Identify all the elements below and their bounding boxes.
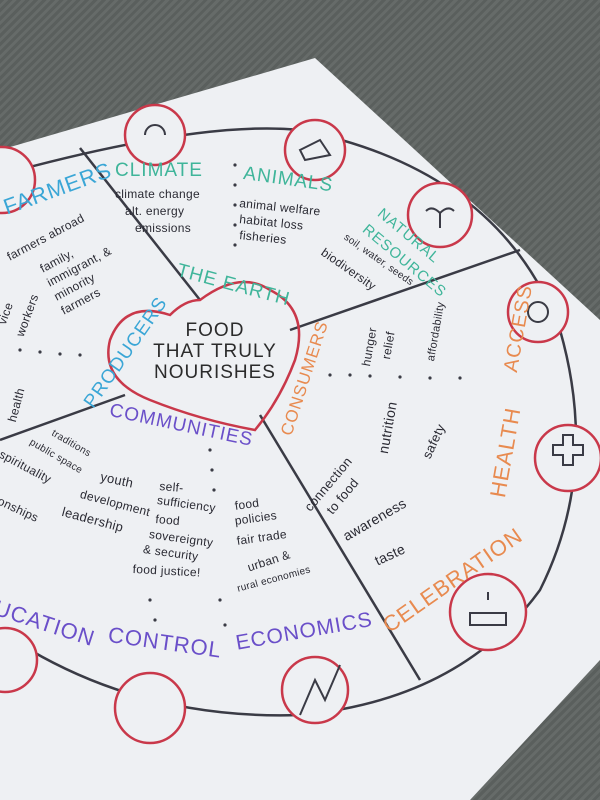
cow-icon: [283, 118, 347, 182]
fork-plate-icon: [506, 280, 570, 344]
outer-climate: CLIMATE: [115, 160, 203, 181]
sun-cloud-icon: [123, 103, 187, 167]
center-title-line-1: FOOD: [185, 320, 245, 341]
note-emissions: emissions: [135, 221, 192, 235]
center-title: FOOD THAT TRULY NOURISHES: [150, 320, 280, 383]
divider-bottom: [258, 414, 422, 681]
fist-icon: [113, 671, 187, 745]
center-title-line-2: THAT TRULY: [153, 341, 277, 362]
note-alt-energy: alt. energy: [125, 204, 185, 218]
note-sovereignty-food: food: [154, 512, 181, 529]
wheat-icon: [0, 145, 37, 215]
center-title-line-3: NOURISHES: [154, 362, 276, 383]
note-climate-change: climate change: [115, 187, 200, 201]
rising-arrow-icon: [280, 655, 350, 725]
dotted-spokes: [18, 163, 462, 627]
divider-left: [0, 393, 126, 442]
book-icon: [0, 626, 39, 694]
divider-top: [79, 147, 201, 301]
center-heart: [107, 280, 301, 432]
medical-cross-icon: [533, 423, 600, 493]
divider-right: [289, 248, 521, 332]
